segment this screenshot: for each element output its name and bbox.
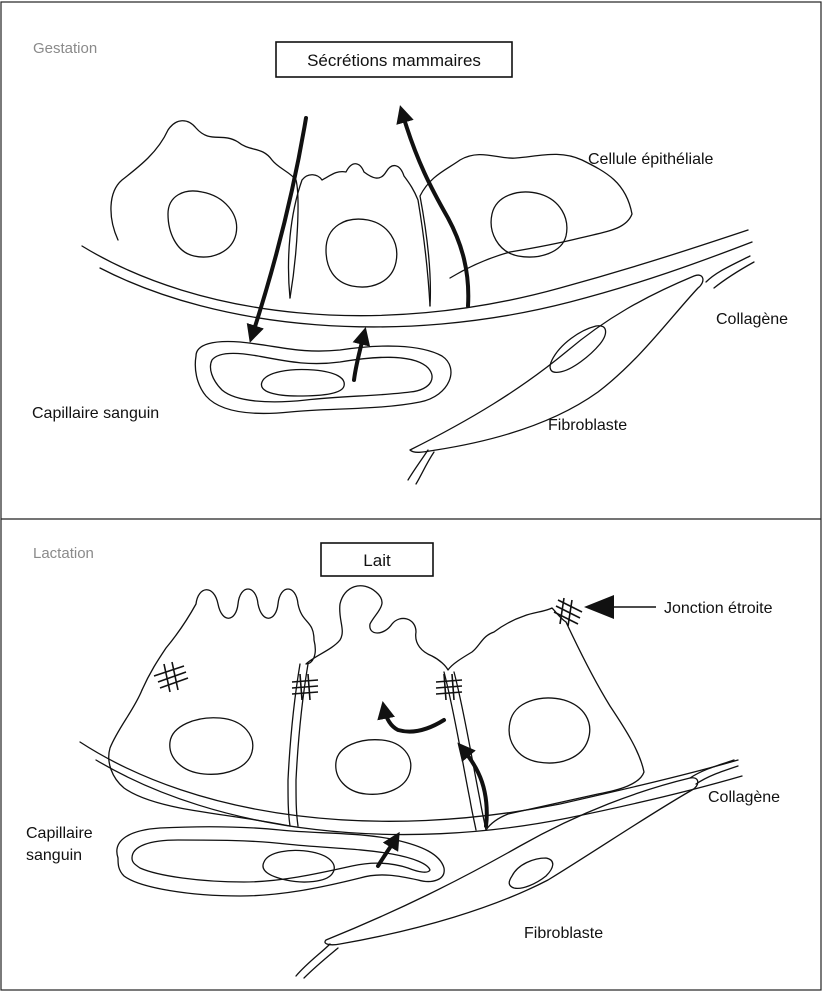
lactation-apical-border <box>142 586 566 690</box>
lactation-capillary-inner <box>132 840 430 882</box>
gestation-nucleus-left <box>168 191 237 257</box>
lactation-panel: Lactation Lait <box>26 543 780 978</box>
gestation-arrow-from-capillary <box>354 334 364 380</box>
lactation-fibroblast-nucleus <box>509 858 553 888</box>
gestation-fibroblast-label: Fibroblaste <box>548 417 627 434</box>
gestation-epithelial-cell-right <box>420 154 632 306</box>
lactation-capillary-label-line2: sanguin <box>26 847 82 864</box>
lactation-tight-junction-arrowhead <box>584 595 614 619</box>
lactation-capillary-label-line1: Capillaire <box>26 825 93 842</box>
gestation-capillary-outer <box>195 342 451 414</box>
lactation-title: Lactation <box>33 545 94 562</box>
lactation-nucleus-middle <box>336 740 411 795</box>
gestation-arrow-secretion <box>402 112 468 306</box>
gestation-epithelial-cell-middle <box>289 164 431 306</box>
lactation-nucleus-left <box>170 718 253 775</box>
lactation-collagen-fiber-bottom <box>296 944 330 976</box>
lactation-collagen-fiber-top-2 <box>696 766 738 784</box>
gestation-capillary-label: Capillaire sanguin <box>32 405 159 422</box>
gestation-nucleus-right <box>491 192 567 257</box>
lactation-nucleus-right <box>509 698 590 763</box>
gestation-panel: Gestation Sécrétions mammaires Ce <box>32 40 788 484</box>
gestation-basement-membrane-upper <box>82 230 748 316</box>
gestation-title: Gestation <box>33 40 97 57</box>
lactation-tight-junction-far-right <box>554 598 582 626</box>
lactation-tight-junction-right <box>436 674 462 700</box>
gestation-collagen-fiber-top-2 <box>714 262 754 288</box>
lactation-basement-membrane-upper <box>80 742 738 821</box>
gestation-collagen-fiber-bottom-2 <box>416 452 434 484</box>
gestation-collagen-label: Collagène <box>716 311 788 328</box>
lactation-tight-junction-far-left <box>154 662 188 692</box>
lactation-tight-junction-label: Jonction étroite <box>664 600 773 617</box>
lactation-fibroblast-label: Fibroblaste <box>524 925 603 942</box>
lactation-arrow-curved-secretion <box>384 708 444 732</box>
lactation-collagen-label: Collagène <box>708 789 780 806</box>
lactation-milk-label: Lait <box>363 551 391 570</box>
gestation-secretion-label: Sécrétions mammaires <box>307 51 481 70</box>
gestation-nucleus-middle <box>326 219 397 287</box>
gestation-epithelial-cell-label: Cellule épithéliale <box>588 151 714 168</box>
gestation-fibroblast-nucleus <box>550 326 606 373</box>
lactation-cell-border-right-b <box>454 672 486 830</box>
gestation-collagen-fiber-bottom <box>408 450 428 480</box>
gestation-red-blood-cell <box>261 370 344 397</box>
